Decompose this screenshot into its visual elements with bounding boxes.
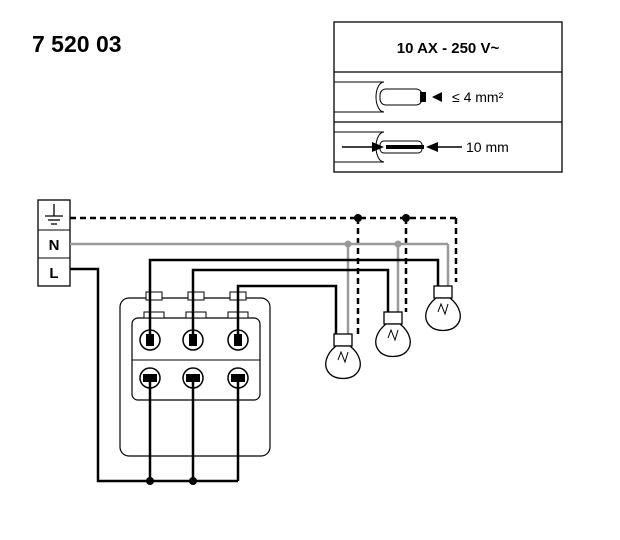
live-junction: [189, 477, 197, 485]
neutral-junction: [344, 240, 352, 248]
strip-length-label: 10 mm: [466, 139, 509, 155]
product-code: 7 520 03: [32, 31, 122, 57]
earth-junction: [402, 214, 410, 222]
live-terminal-label: L: [49, 265, 58, 282]
cable-section-icon: [334, 81, 442, 113]
earth-icon: [45, 204, 63, 225]
strip-length-icon: [334, 131, 462, 163]
earth-wires: [70, 216, 458, 334]
lamp-icon: [375, 311, 411, 358]
supply-terminal-block: N L: [37, 199, 71, 287]
rating-table: 10 AX - 250 V~ ≤ 4 mm² 10 mm: [333, 21, 563, 173]
rating-label: 10 AX - 250 V~: [397, 40, 500, 57]
neutral-terminal-label: N: [49, 237, 60, 254]
earth-junction: [354, 214, 362, 222]
wire-section-label: ≤ 4 mm²: [452, 89, 504, 105]
lamp-icon: [325, 333, 361, 380]
switch-module: [119, 291, 271, 457]
live-junction: [146, 477, 154, 485]
live-wires: [70, 258, 440, 483]
lamp-icon: [425, 285, 461, 332]
neutral-junction: [394, 240, 402, 248]
